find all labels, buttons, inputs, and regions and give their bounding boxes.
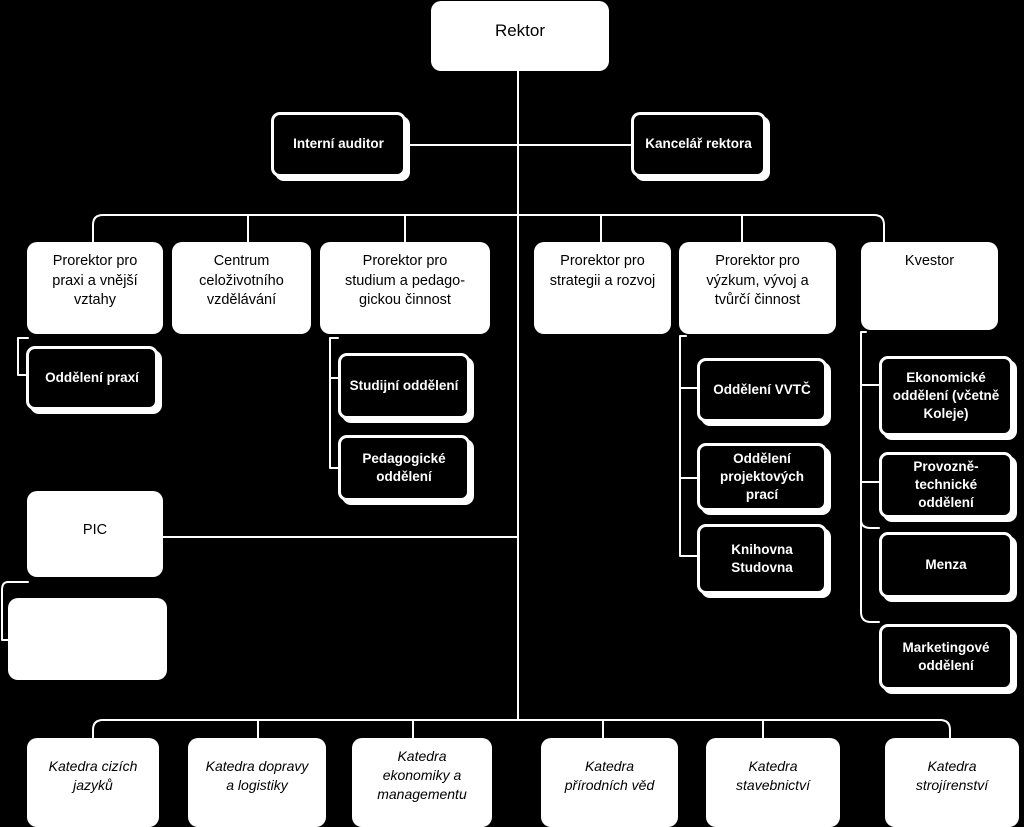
prorector-practice-box: Prorektor pro praxi a vnější vztahy — [27, 242, 163, 334]
bottom-bus — [92, 719, 951, 739]
lifelong-learning-center-box: Centrum celoživotního vzdělávání — [172, 242, 311, 334]
rector-office-box: Kancelář rektora — [631, 112, 766, 177]
economic-department-box: Ekonomické oddělení (včetně Koleje) — [879, 356, 1013, 436]
internal-auditor-box: Interní auditor — [271, 112, 406, 177]
bursar-box: Kvestor — [861, 242, 998, 330]
rector-box: Rektor — [431, 1, 609, 71]
marketing-department-box: Marketingové oddělení — [879, 624, 1013, 690]
study-department-box: Studijní oddělení — [338, 353, 470, 419]
pic-sub-box — [8, 598, 167, 680]
practice-branch — [17, 337, 29, 376]
library-box: Knihovna Studovna — [697, 524, 827, 594]
prorector-study-box: Prorektor pro studium a pedago- gickou č… — [320, 242, 490, 334]
bursar-branch — [860, 331, 880, 623]
study-branch — [329, 337, 339, 469]
pic-branch — [1, 581, 29, 641]
pedagogic-department-box: Pedagogické oddělení — [338, 435, 470, 501]
chair-languages-box: Katedra cizích jazyků — [27, 738, 159, 827]
research-branch — [679, 335, 698, 557]
chair-economics-box: Katedra ekonomiky a managementu — [352, 738, 492, 827]
prorector-strategy-box: Prorektor pro strategii a rozvoj — [534, 242, 671, 334]
technical-department-box: Provozně- technické oddělení — [879, 452, 1013, 518]
chair-mechanical-box: Katedra strojírenství — [885, 738, 1019, 827]
practice-department-box: Oddělení praxí — [26, 346, 158, 410]
projects-department-box: Oddělení projektových prací — [697, 443, 827, 511]
vvtc-department-box: Oddělení VVTČ — [697, 358, 827, 422]
prorector-research-box: Prorektor pro výzkum, vývoj a tvůrčí čin… — [679, 242, 836, 334]
chair-transport-box: Katedra dopravy a logistiky — [188, 738, 326, 827]
chair-civil-engineering-box: Katedra stavebnictví — [706, 738, 840, 827]
chair-natural-sciences-box: Katedra přírodních věd — [541, 738, 678, 827]
canteen-box: Menza — [879, 532, 1013, 598]
upper-bus — [92, 214, 885, 243]
pic-box: PIC — [27, 491, 163, 577]
